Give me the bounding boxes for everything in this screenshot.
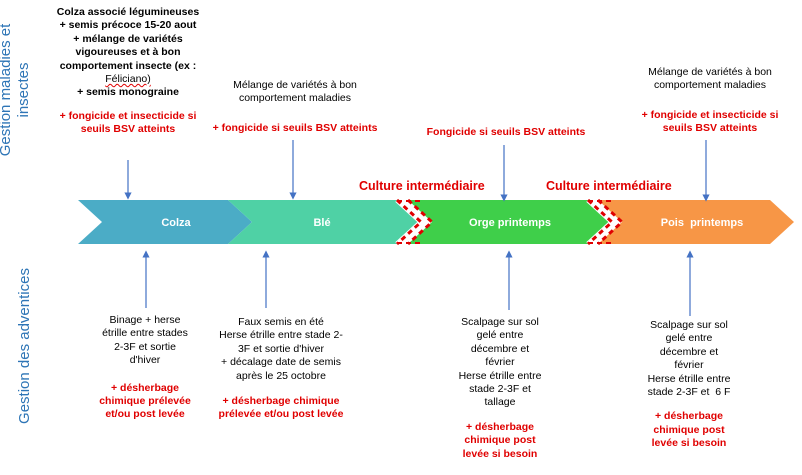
note-red-line: seuils BSV atteints	[80, 123, 176, 136]
note-line: + décalage date de semis	[221, 356, 341, 369]
top-note-ble: Mélange de variétés à bon comportement m…	[205, 79, 385, 135]
note-red-line: + fongicide et insecticide si	[641, 108, 779, 121]
note-red-line: Fongicide si seuils BSV atteints	[426, 126, 586, 138]
note-line: Colza associé légumineuses	[56, 6, 200, 18]
chevron-colza	[78, 200, 252, 244]
note-line: tallage	[484, 396, 516, 409]
chevron-orge	[408, 200, 612, 244]
note-red-line: chimique post	[653, 423, 725, 436]
note-red-line: levée si besoin	[462, 447, 538, 460]
note-line: + semis précoce 15-20 aout	[59, 19, 197, 32]
note-line: février	[485, 356, 515, 369]
bottom-note-orge: Scalpage sur sol gelé entre décembre et …	[430, 316, 570, 461]
note-red-line: et/ou post levée	[105, 408, 185, 421]
note-line: Scalpage sur sol	[650, 319, 728, 331]
note-line: décembre et	[659, 345, 719, 358]
note-red-line: + désherbage	[655, 410, 723, 423]
note-line: décembre et	[470, 342, 530, 355]
culture-intermediaire-1: Culture intermédiaire	[359, 179, 485, 193]
note-line: étrille entre stades	[102, 327, 188, 340]
note-line: + mélange de variétés	[73, 32, 183, 45]
note-red-line: seuils BSV atteints	[662, 122, 758, 135]
note-line: gelé entre	[476, 329, 524, 342]
top-note-pois: Mélange de variétés à bon comportement m…	[620, 66, 800, 136]
note-red-line: + désherbage chimique	[222, 395, 340, 408]
note-line: Herse étrille entre stade 2-	[219, 329, 343, 342]
note-red-line: chimique prélevée	[99, 395, 191, 408]
note-line: comportement maladies	[653, 79, 767, 92]
intermediate-border-4	[596, 198, 625, 246]
note-line: Mélange de variétés à bon	[648, 66, 772, 78]
chevron-label-colza: Colza	[161, 217, 191, 229]
note-red-line: levée si besoin	[651, 437, 727, 450]
note-line: Scalpage sur sol	[461, 316, 539, 328]
note-line: Herse étrille entre	[647, 372, 731, 385]
bottom-note-ble: Faux semis en été Herse étrille entre st…	[196, 316, 366, 422]
chevron-pois	[598, 200, 794, 244]
note-red-line: + désherbage	[111, 381, 179, 394]
note-line: comportement insecte (ex :	[59, 59, 197, 72]
note-line: 2-3F et sortie	[114, 340, 176, 353]
note-line: vigoureuses et à bon	[75, 46, 181, 59]
note-line: d'hiver	[129, 354, 161, 367]
note-red-line: prélevée et/ou post levée	[218, 408, 344, 421]
chevron-ble	[228, 200, 421, 244]
note-line: + semis monograine	[77, 86, 179, 99]
chevron-label-orge: Orge printemps	[469, 217, 551, 229]
note-line: stade 2-3F et	[469, 383, 531, 396]
note-line: Herse étrille entre	[458, 369, 542, 382]
note-line: Mélange de variétés à bon	[233, 79, 357, 91]
note-red-line: + désherbage	[466, 420, 534, 433]
note-line: Binage + herse	[109, 314, 181, 326]
chevron-label-ble: Blé	[313, 217, 330, 229]
note-line-italic: Féliciano)	[105, 73, 151, 86]
bottom-note-colza: Binage + herse étrille entre stades 2-3F…	[70, 314, 220, 422]
note-line: 3F et sortie d'hiver	[237, 342, 325, 355]
note-line: stade 2-3F et 6 F	[647, 386, 731, 399]
note-red-line: chimique post	[464, 434, 536, 447]
note-red-line: + fongicide et insecticide si	[59, 109, 197, 122]
bottom-note-pois: Scalpage sur sol gelé entre décembre et …	[614, 319, 764, 451]
top-note-colza: Colza associé légumineuses + semis préco…	[44, 6, 212, 137]
note-line: gelé entre	[665, 332, 713, 345]
note-red-line: + fongicide si seuils BSV atteints	[212, 121, 378, 134]
intermediate-border-1-dash	[395, 198, 424, 246]
intermediate-border-3-dash	[586, 198, 615, 246]
chevron-label-pois: Pois printemps	[661, 217, 744, 229]
note-line: comportement maladies	[238, 92, 352, 105]
intermediate-border-2	[406, 198, 435, 246]
note-line: février	[674, 359, 704, 372]
top-note-orge: Fongicide si seuils BSV atteints	[416, 126, 596, 139]
note-line: après le 25 octobre	[236, 369, 326, 382]
note-line: Faux semis en été	[238, 316, 324, 328]
culture-intermediaire-2: Culture intermédiaire	[546, 179, 672, 193]
